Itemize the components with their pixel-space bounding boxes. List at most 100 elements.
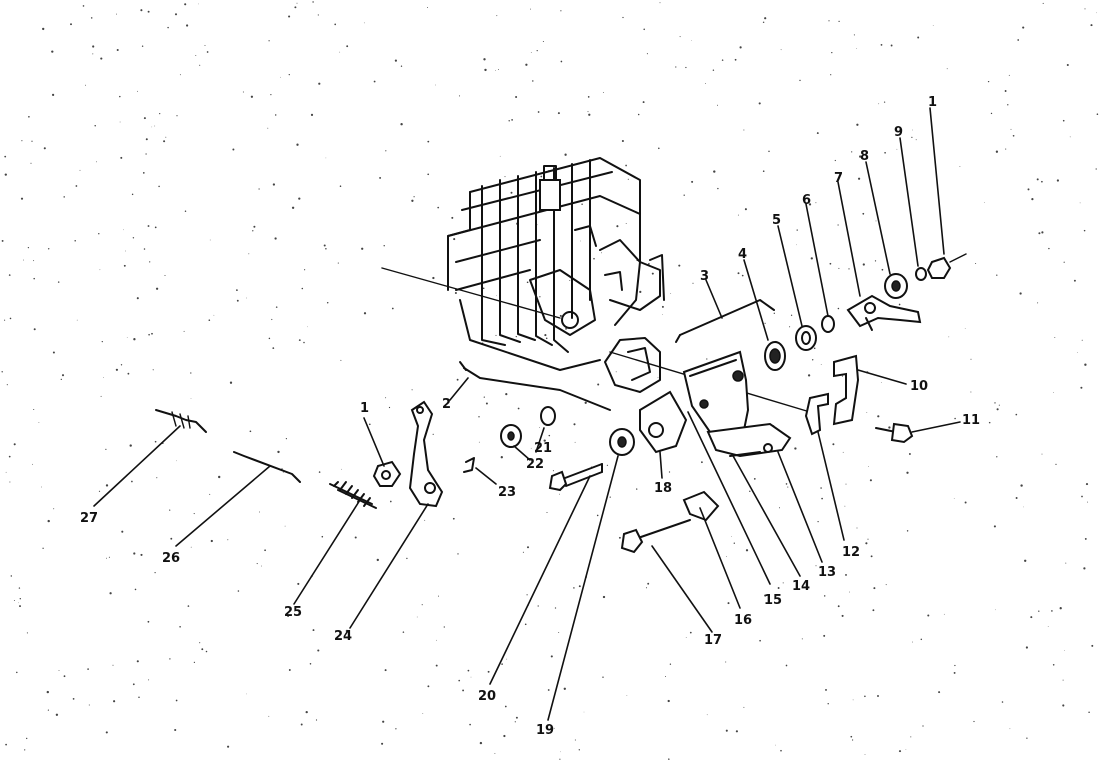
speckle-dot: [148, 333, 150, 336]
speckle-dot: [852, 739, 854, 741]
speckle-dot: [825, 688, 827, 691]
speckle-dot: [816, 132, 819, 135]
speckle-dot: [134, 588, 137, 591]
speckle-dot: [959, 166, 961, 167]
speckle-dot: [5, 743, 7, 746]
speckle-dot: [884, 151, 886, 154]
speckle-dot: [515, 335, 517, 338]
speckle-dot: [601, 252, 603, 254]
speckle-dot: [1041, 180, 1043, 183]
bushing-21: [540, 406, 556, 426]
speckle-dot: [762, 21, 765, 24]
speckle-dot: [105, 484, 109, 487]
speckle-dot: [938, 691, 941, 694]
speckle-dot: [395, 728, 397, 730]
speckle-dot: [659, 2, 661, 4]
speckle-dot: [834, 159, 836, 162]
speckle-dot: [1015, 497, 1018, 499]
speckle-dot: [785, 664, 788, 667]
callout-23: 23: [498, 485, 516, 500]
speckle-dot: [1076, 352, 1078, 353]
speckle-dot: [565, 328, 567, 330]
speckle-dot: [815, 202, 817, 204]
speckle-dot: [252, 230, 254, 232]
speckle-dot: [413, 196, 415, 198]
speckle-dot: [590, 466, 592, 467]
speckle-dot: [996, 274, 998, 276]
speckle-dot: [643, 28, 645, 31]
speckle-dot: [145, 153, 147, 155]
speckle-dot: [1041, 453, 1043, 455]
speckle-dot: [282, 471, 284, 473]
speckle-dot: [47, 709, 49, 711]
speckle-dot: [1095, 168, 1097, 170]
speckle-dot: [618, 536, 621, 539]
bushing-5: [795, 325, 817, 351]
speckle-dot: [427, 140, 430, 143]
spring-26: [233, 451, 301, 483]
speckle-dot: [312, 1, 314, 3]
speckle-dot: [506, 658, 508, 660]
bracket-10: [832, 354, 860, 426]
speckle-dot: [552, 470, 554, 472]
speckle-dot: [559, 758, 561, 760]
speckle-dot: [988, 421, 991, 424]
speckle-dot: [131, 193, 134, 196]
speckle-dot: [705, 82, 706, 84]
callout-7: 7: [834, 171, 843, 186]
speckle-dot: [580, 240, 581, 242]
speckle-dot: [51, 50, 54, 53]
speckle-dot: [996, 456, 998, 458]
speckle-dot: [13, 443, 16, 446]
speckle-dot: [744, 208, 747, 211]
speckle-dot: [692, 282, 694, 284]
speckle-dot: [737, 272, 740, 275]
speckle-dot: [726, 556, 727, 557]
speckle-dot: [869, 479, 872, 482]
speckle-dot: [140, 9, 143, 12]
speckle-dot: [201, 648, 204, 651]
speckle-dot: [946, 68, 948, 70]
speckle-dot: [845, 573, 847, 576]
speckle-dot: [326, 301, 329, 304]
speckle-dot: [443, 626, 445, 628]
speckle-dot: [175, 699, 178, 702]
speckle-dot: [1051, 610, 1053, 612]
speckle-dot: [99, 269, 101, 271]
speckle-dot: [560, 10, 562, 12]
speckle-dot: [905, 748, 907, 750]
speckle-dot: [256, 563, 258, 565]
speckle-dot: [639, 290, 642, 294]
speckle-dot: [141, 45, 144, 47]
speckle-dot: [143, 248, 146, 250]
speckle-dot: [973, 720, 975, 723]
speckle-dot: [288, 73, 290, 76]
speckle-dot: [154, 571, 156, 574]
speckle-dot: [258, 188, 260, 190]
throttle-axis-line: [381, 267, 561, 319]
speckle-dot: [616, 225, 619, 228]
speckle-dot: [1024, 559, 1027, 562]
speckle-dot: [1004, 90, 1007, 92]
speckle-dot: [5, 471, 7, 473]
speckle-dot: [1001, 701, 1004, 703]
speckle-dot: [731, 536, 733, 538]
callout-18: 18: [654, 481, 672, 496]
speckle-dot: [100, 57, 103, 60]
speckle-dot: [92, 45, 95, 48]
speckle-dot: [47, 248, 50, 250]
speckle-dot: [837, 605, 840, 608]
governor-bracket-assembly: [639, 350, 792, 458]
speckle-dot: [964, 327, 966, 329]
speckle-dot: [525, 63, 528, 66]
speckle-dot: [823, 634, 826, 637]
speckle-dot: [361, 247, 364, 250]
speckle-dot: [454, 291, 457, 295]
speckle-dot: [606, 464, 609, 466]
speckle-dot: [832, 443, 835, 446]
speckle-dot: [149, 261, 151, 263]
speckle-dot: [301, 287, 304, 290]
speckle-dot: [79, 169, 81, 171]
speckle-dot: [213, 314, 215, 316]
